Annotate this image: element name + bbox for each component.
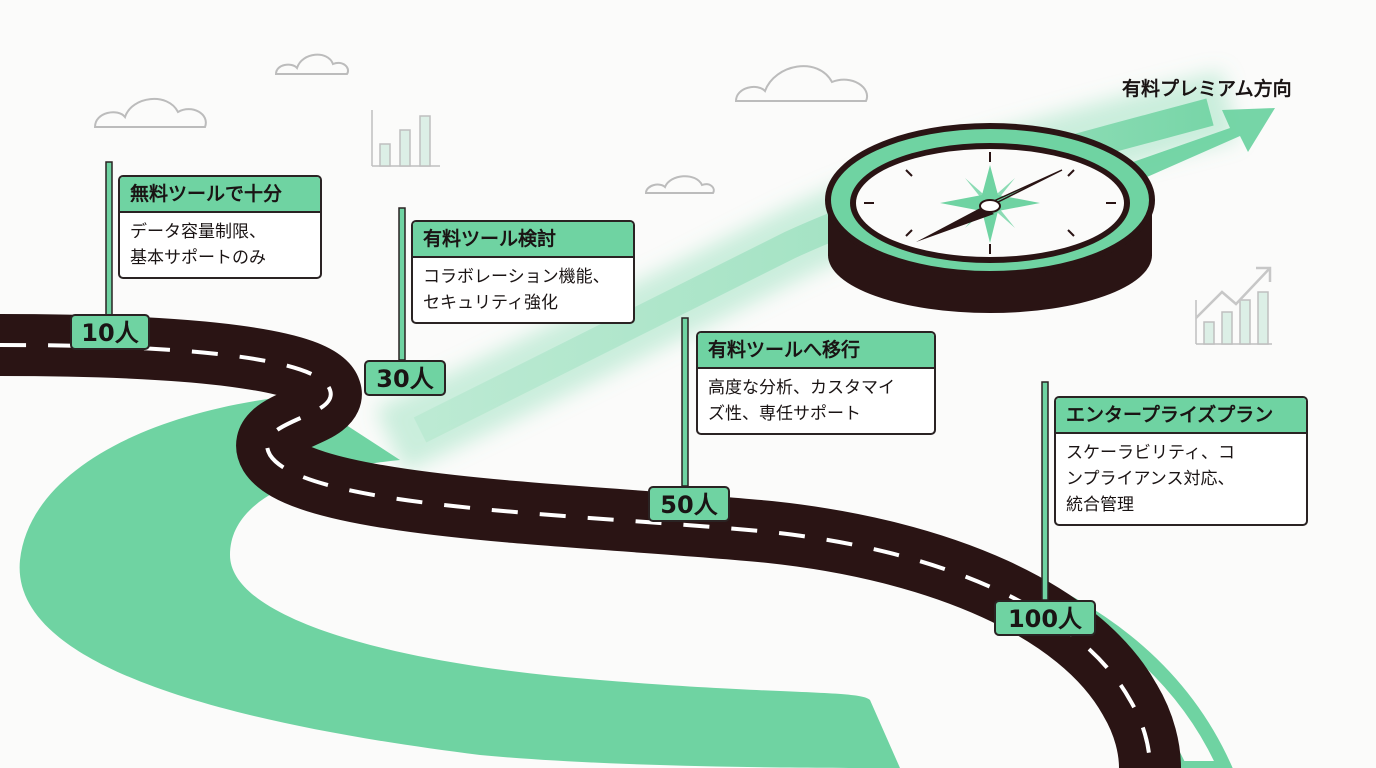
stage-description: スケーラビリティ、コ ンプライアンス対応、 統合管理 [1066, 443, 1235, 515]
cloud-icon [274, 53, 349, 75]
bar-chart-icon [371, 110, 440, 167]
stage-card-50: 有料ツールへ移行 高度な分析、カスタマイ ズ性、専任サポート [696, 331, 936, 435]
road-center-line [0, 343, 1152, 768]
milestone-badge-30: 30人 [364, 360, 446, 396]
sign-pole [681, 317, 689, 487]
stage-description: コラボレーション機能、 セキュリティ強化 [423, 267, 610, 313]
milestone-badge-100: 100人 [994, 600, 1096, 636]
milestone-badge-10: 10人 [70, 314, 150, 350]
cloud-icon [93, 97, 207, 128]
growth-arrow-icon [1110, 108, 1275, 188]
stage-card-100: エンタープライズプラン スケーラビリティ、コ ンプライアンス対応、 統合管理 [1054, 396, 1308, 526]
sign-pole [1041, 381, 1049, 601]
sign-pole [398, 207, 406, 361]
milestone-badge-50: 50人 [648, 486, 730, 522]
compass-icon [825, 123, 1155, 313]
stage-title: 無料ツールで十分 [120, 177, 320, 213]
stage-title: 有料ツール検討 [413, 222, 633, 258]
stage-card-30: 有料ツール検討 コラボレーション機能、 セキュリティ強化 [411, 220, 635, 324]
stage-description: データ容量制限、 基本サポートのみ [130, 222, 266, 268]
cloud-icon [644, 175, 715, 194]
stage-title: エンタープライズプラン [1056, 398, 1306, 434]
sign-pole [105, 161, 113, 319]
cloud-icon [734, 65, 869, 102]
premium-direction-label: 有料プレミアム方向 [1122, 78, 1292, 100]
stage-title: 有料ツールへ移行 [698, 333, 934, 369]
green-ground-swoosh [19, 395, 900, 768]
stage-description: 高度な分析、カスタマイ ズ性、専任サポート [708, 378, 895, 424]
trend-chart-icon [1195, 266, 1272, 345]
stage-card-10: 無料ツールで十分 データ容量制限、 基本サポートのみ [118, 175, 322, 279]
